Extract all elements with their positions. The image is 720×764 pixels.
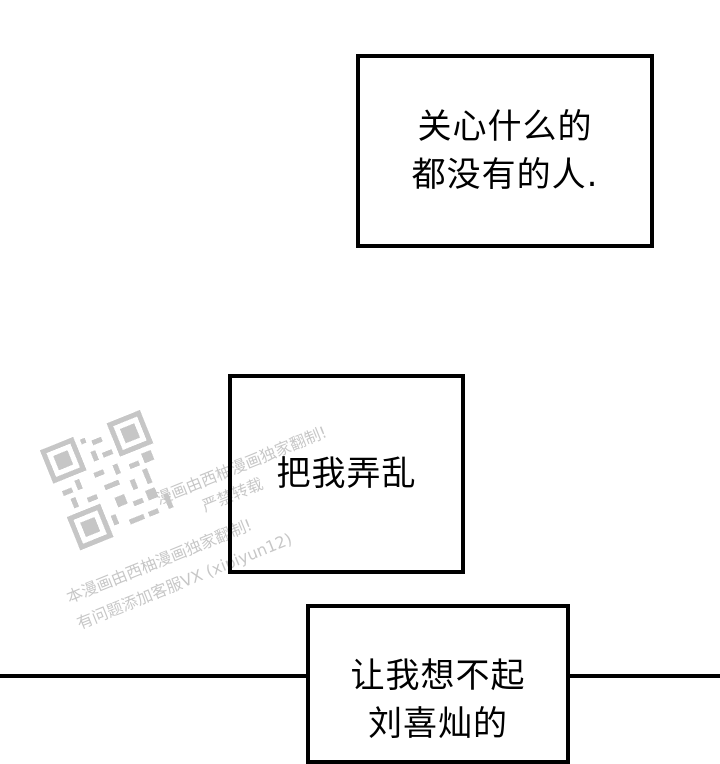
caption-box-3: 让我想不起 刘喜灿的 xyxy=(306,604,570,764)
caption-box-2: 把我弄乱 xyxy=(228,374,465,574)
caption-text-1: 关心什么的 都没有的人. xyxy=(411,107,599,195)
watermark-line-3: 本漫画由西柚漫画独家翻制! xyxy=(63,515,255,608)
qr-code-icon xyxy=(39,409,181,551)
caption-text-2: 把我弄乱 xyxy=(276,454,417,494)
caption-box-1: 关心什么的 都没有的人. xyxy=(356,54,654,248)
caption-text-3: 让我想不起 刘喜灿的 xyxy=(350,656,526,744)
